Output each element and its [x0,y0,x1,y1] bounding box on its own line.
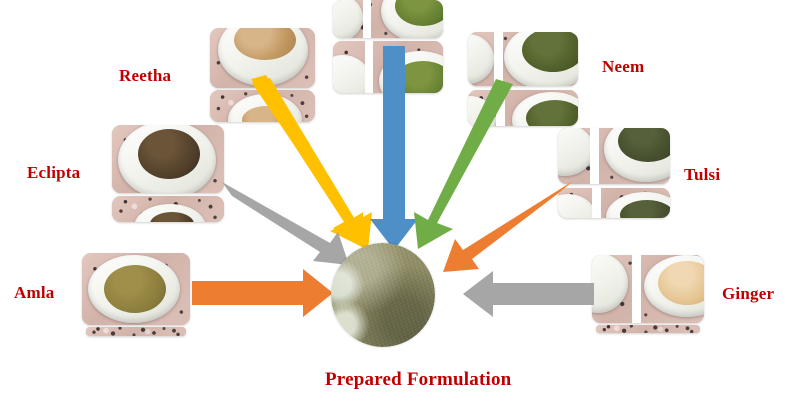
bowl [333,0,363,38]
powder-reetha [234,28,296,60]
label-ginger: Ginger [722,284,775,303]
powder-ginger [658,261,704,305]
powder-tulsi [620,200,670,218]
arrow-neem-to-center [414,79,513,249]
label-reetha: Reetha [119,66,172,85]
label-prepared-formulation: Prepared Formulation [325,369,512,390]
powder-eclipta [150,212,194,222]
thumbnail-reetha [210,28,315,88]
thumbnail-eclipta [112,125,224,193]
powder-tulsi [618,128,670,162]
photo-divider [496,90,505,126]
thumbnail-amla-shadow [86,327,186,336]
photo-divider [363,0,371,38]
powder-neem [522,32,578,72]
arrow-eclipta-to-center [222,182,349,265]
label-eclipta: Eclipta [27,163,81,182]
thumbnail-reetha-secondary [210,90,315,122]
formulation-powder [331,243,435,347]
thumbnail-tulsi-secondary [558,188,670,218]
granite-background [86,327,186,336]
photo-divider [494,32,503,86]
powder-amla [104,265,166,313]
label-neem: Neem [602,57,645,76]
center-product-image [331,243,435,347]
thumbnail-top-center-secondary [333,41,443,93]
thumbnail-ginger-shadow [596,325,700,333]
photo-divider [592,188,601,218]
thumbnail-amla [82,253,190,325]
photo-divider [365,41,373,93]
thumbnail-eclipta-secondary [112,196,224,222]
label-tulsi: Tulsi [684,165,721,184]
arrow-tulsi-to-center [443,181,573,272]
arrow-topcenter-to-center [370,46,418,250]
powder-neem [526,100,578,126]
photo-divider [632,255,641,323]
thumbnail-ginger [592,255,704,323]
label-amla: Amla [14,283,55,302]
thumbnail-top-center [333,0,443,38]
arrow-ginger-to-center [463,271,594,317]
powder-eclipta [138,129,200,179]
photo-divider [590,128,599,184]
thumbnail-tulsi [558,128,670,184]
arrow-reetha-to-center [251,75,372,250]
thumbnail-neem [468,32,578,86]
granite-background [596,325,700,333]
arrow-amla-to-center [192,269,333,317]
